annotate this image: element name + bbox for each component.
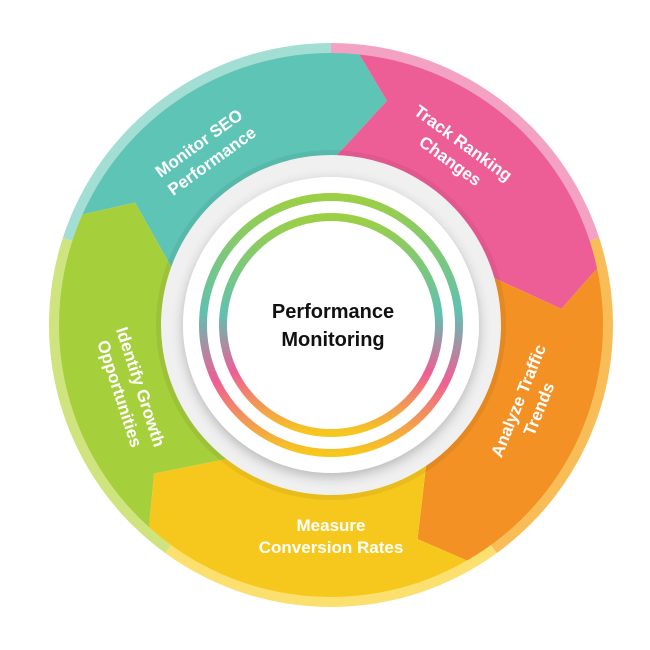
segment-analyze <box>417 268 603 561</box>
segment-label-line1: Measure <box>297 516 366 535</box>
center-inner-ring <box>219 213 443 437</box>
center-title-line1: Performance <box>272 301 394 323</box>
segment-rim-track <box>331 43 600 243</box>
segment-rim-monitor <box>62 43 331 243</box>
segment-monitor <box>82 52 387 267</box>
center-title-line2: Monitoring <box>281 329 384 351</box>
segment-rim-analyze <box>488 237 614 554</box>
segment-rim-identify <box>48 237 174 554</box>
segment-rim-measure <box>165 541 497 607</box>
segment-measure <box>148 458 468 598</box>
center-outer-ring <box>199 193 463 457</box>
segment-label-line2: Conversion Rates <box>259 538 404 557</box>
segment-track <box>336 54 598 309</box>
center-disc <box>183 177 479 473</box>
segment-identify <box>58 202 227 528</box>
